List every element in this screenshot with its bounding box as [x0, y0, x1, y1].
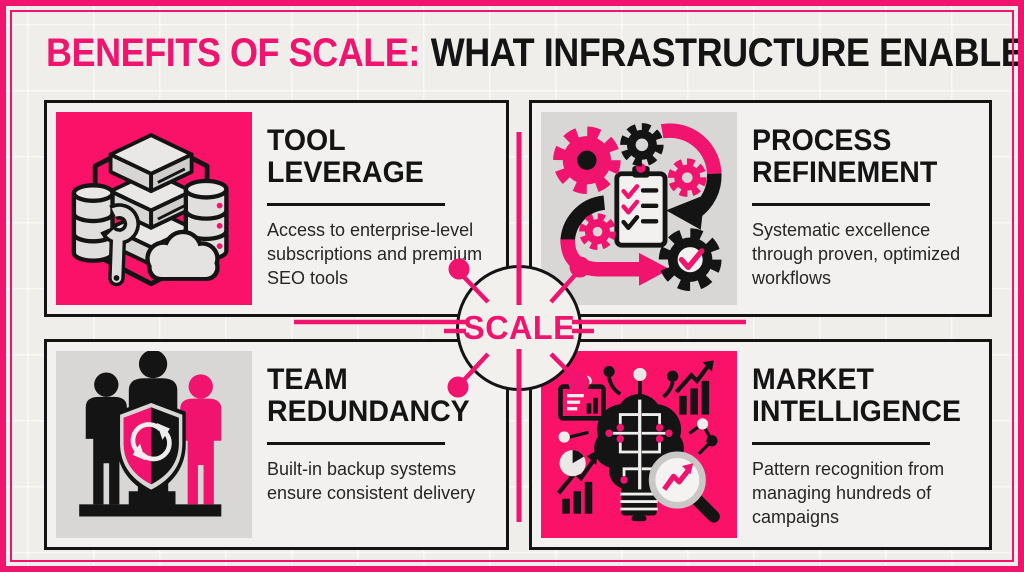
card-process-refinement: PROCESS REFINEMENT Systematic excellence… — [529, 100, 992, 317]
gear-icon — [620, 123, 664, 167]
servers-databases-wrench-cloud-icon — [71, 133, 229, 287]
card-title-line1: MARKET — [752, 363, 874, 396]
network-nodes-icon — [688, 418, 718, 456]
team-redundancy-icon-panel — [56, 351, 252, 538]
shield-sync-icon — [116, 398, 186, 495]
title-divider — [267, 203, 445, 207]
gear-icon — [579, 213, 616, 250]
card-title-line1: TOOL — [267, 124, 346, 157]
gears-checklist-arrows-icon — [553, 123, 722, 292]
center-hub-label: SCALE — [462, 309, 576, 346]
magnifier-trend-icon — [648, 451, 720, 523]
card-title: TEAM REDUNDANCY — [267, 363, 486, 429]
card-title-line2: REFINEMENT — [752, 156, 938, 190]
gear-icon — [667, 158, 707, 197]
center-hub-circle: SCALE — [456, 265, 582, 391]
card-description: Built-in backup systems ensure consisten… — [267, 459, 476, 504]
card-title-line1: TEAM — [267, 363, 348, 396]
wrench-icon — [98, 203, 141, 287]
card-title: MARKET INTELLIGENCE — [752, 363, 969, 429]
page-title-rest: WHAT INFRASTRUCTURE ENABLES — [430, 31, 1024, 75]
title-divider — [752, 442, 930, 446]
card-description: Systematic excellence through proven, op… — [752, 220, 961, 289]
gear-icon — [553, 126, 621, 195]
tool-leverage-icon-panel — [56, 112, 252, 305]
card-market-intelligence: MARKET INTELLIGENCE Pattern recognition … — [529, 339, 992, 550]
growth-chart-icon — [674, 360, 714, 415]
title-divider — [752, 203, 930, 207]
card-description: Pattern recognition from managing hundre… — [752, 459, 945, 528]
title-divider — [267, 442, 445, 446]
card-title-line2: REDUNDANCY — [267, 395, 470, 429]
checklist-clipboard-icon — [614, 163, 668, 248]
card-title: PROCESS REFINEMENT — [752, 124, 969, 190]
card-tool-leverage: TOOL LEVERAGE Access to enterprise-level… — [44, 100, 509, 317]
brain-bulb-analytics-icon — [556, 360, 720, 523]
market-intelligence-icon-panel — [541, 351, 737, 538]
report-chart-icon — [558, 375, 606, 421]
card-title: TOOL LEVERAGE — [267, 124, 486, 190]
card-title-line2: INTELLIGENCE — [752, 395, 962, 429]
card-team-redundancy: TEAM REDUNDANCY Built-in backup systems … — [44, 339, 509, 550]
card-title-line2: LEVERAGE — [267, 156, 424, 190]
gear-check-icon — [658, 228, 722, 292]
cloud-icon — [145, 229, 220, 281]
growth-chart-icon — [556, 453, 598, 514]
process-refinement-icon-panel — [541, 112, 737, 305]
pie-chart-icon — [559, 450, 600, 477]
card-description: Access to enterprise-level subscriptions… — [267, 220, 483, 289]
person-icon — [180, 374, 222, 505]
page-title-highlight: BENEFITS OF SCALE: — [46, 31, 420, 75]
team-shield-sync-icon — [79, 351, 222, 517]
card-title-line1: PROCESS — [752, 124, 892, 157]
page-title: BENEFITS OF SCALE:WHAT INFRASTRUCTURE EN… — [46, 31, 1024, 76]
